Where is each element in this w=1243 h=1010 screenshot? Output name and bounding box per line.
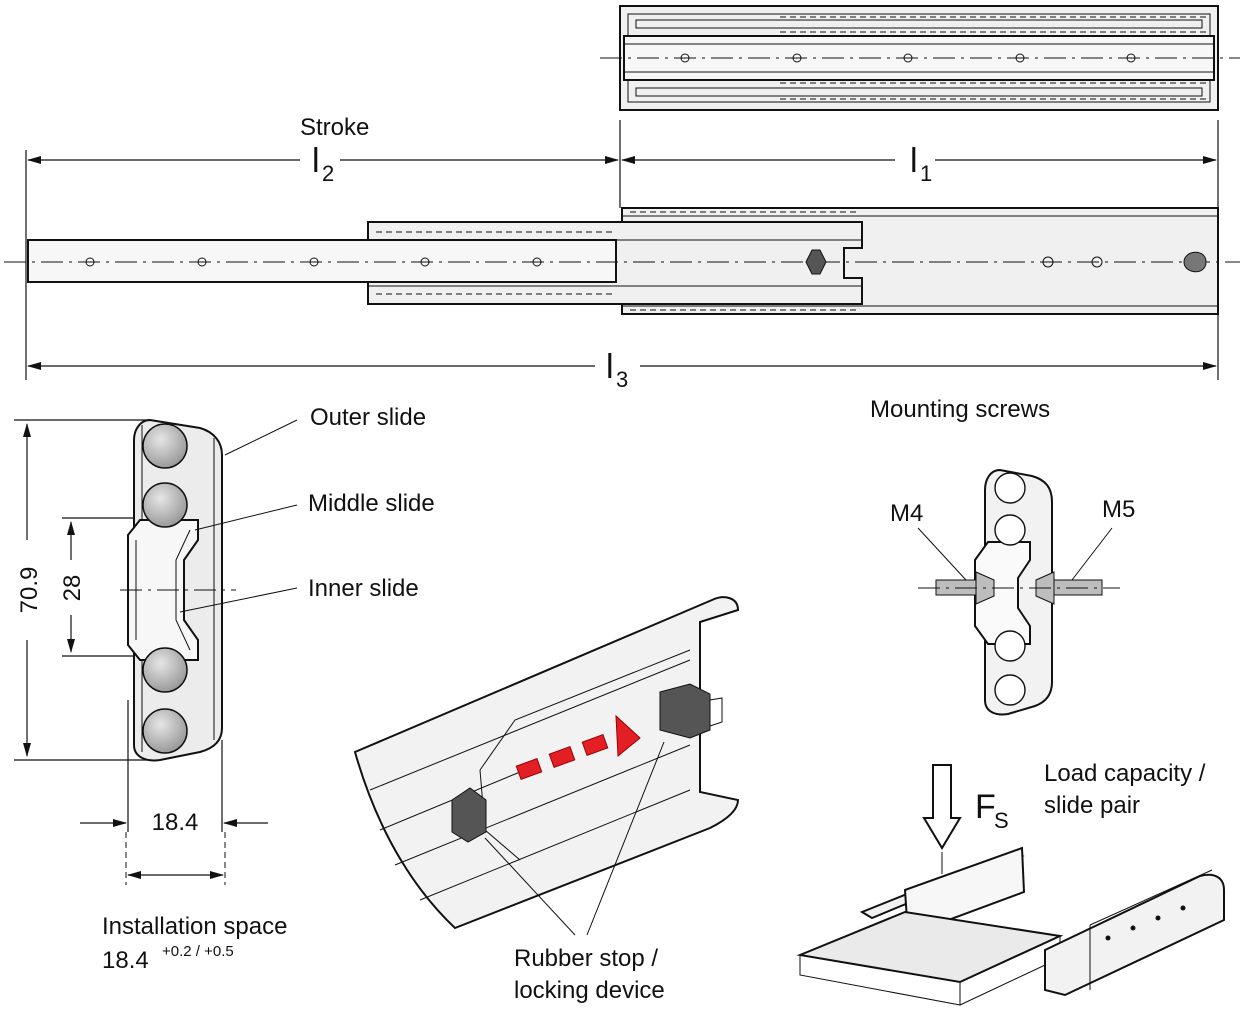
stroke-dimension [25,120,1219,380]
l1-subscript: 1 [920,161,932,186]
mounting-screws-label: Mounting screws [870,396,1050,423]
l2-subscript: 2 [322,161,334,186]
fs-label: F [975,788,996,826]
l3-subscript: 3 [616,367,628,392]
mounting-screws-section [917,468,1120,716]
installation-space-value: 18.4 [102,947,149,974]
drawer-perspective [796,846,1225,1006]
extended-slide-top-view [4,207,1240,315]
installation-space-label: Installation space [102,913,287,940]
rubber-stop-label-line1: Rubber stop / [514,945,658,972]
m5-label: M5 [1102,496,1135,523]
l2-label: l [312,142,320,180]
stroke-label: Stroke [300,114,369,141]
hole-spacing-dimension: 28 [59,575,86,602]
fs-subscript: S [994,808,1009,833]
middle-slide-label: Middle slide [308,490,435,517]
load-capacity-label-line2: slide pair [1044,792,1140,819]
l3-label: l [606,348,614,386]
width-dimension: 18.4 [152,809,199,836]
installation-tolerance: +0.2 / +0.5 [162,943,234,960]
cross-section-view [14,418,298,885]
closed-slide-top-view [600,5,1240,111]
outer-slide-label: Outer slide [310,404,426,431]
l1-label: l [910,142,918,180]
rubber-stop-perspective [353,596,740,936]
inner-slide-label: Inner slide [308,575,419,602]
height-dimension: 70.9 [16,567,43,614]
rubber-stop-label-line2: locking device [514,977,665,1004]
m4-label: M4 [890,500,923,527]
load-capacity-label-line1: Load capacity / [1044,760,1206,787]
down-arrow-icon [922,764,962,850]
